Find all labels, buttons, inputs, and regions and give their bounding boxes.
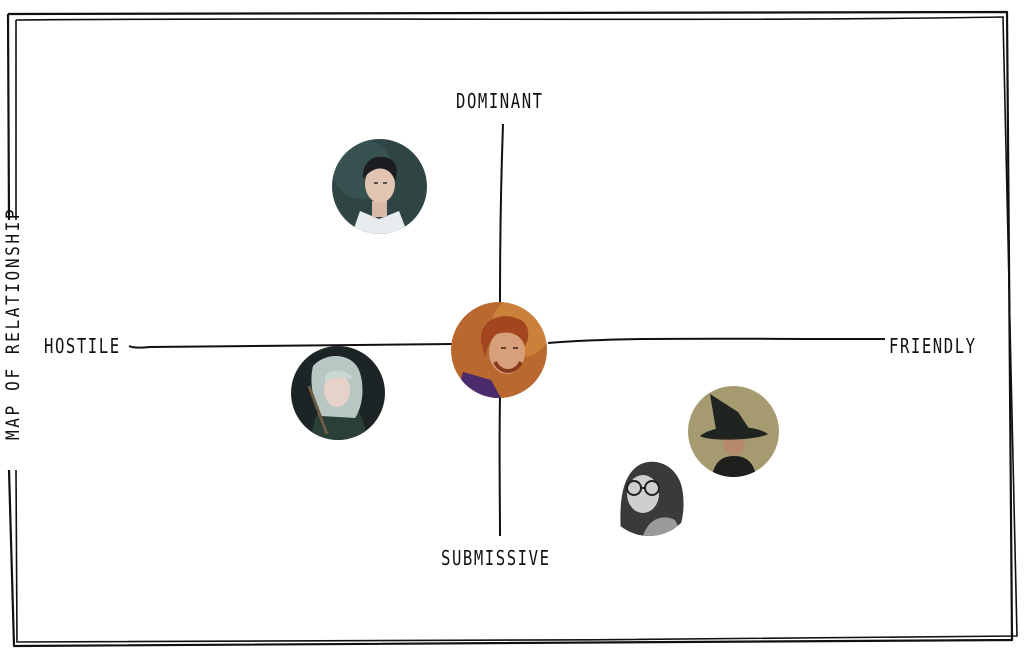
axis-label-dominant: DOMINANT	[456, 89, 544, 113]
horizontal-axis	[128, 337, 886, 349]
axis-label-friendly: FRIENDLY	[889, 334, 977, 358]
map-title: MAP OF RELATIONSHIP	[2, 206, 24, 440]
girl-with-glasses-portrait[interactable]	[603, 444, 695, 536]
red-haired-man-portrait[interactable]	[451, 302, 547, 398]
frame-border-inner	[15, 16, 1018, 643]
dark-haired-man-portrait[interactable]	[332, 139, 427, 234]
woman-in-witch-hat-portrait[interactable]	[688, 386, 779, 477]
axis-label-hostile: HOSTILE	[44, 334, 121, 358]
vertical-axis	[498, 123, 504, 537]
frame-border	[6, 10, 1014, 648]
axis-label-submissive: SUBMISSIVE	[441, 546, 551, 570]
blonde-woman-with-wand-portrait[interactable]	[291, 346, 385, 440]
